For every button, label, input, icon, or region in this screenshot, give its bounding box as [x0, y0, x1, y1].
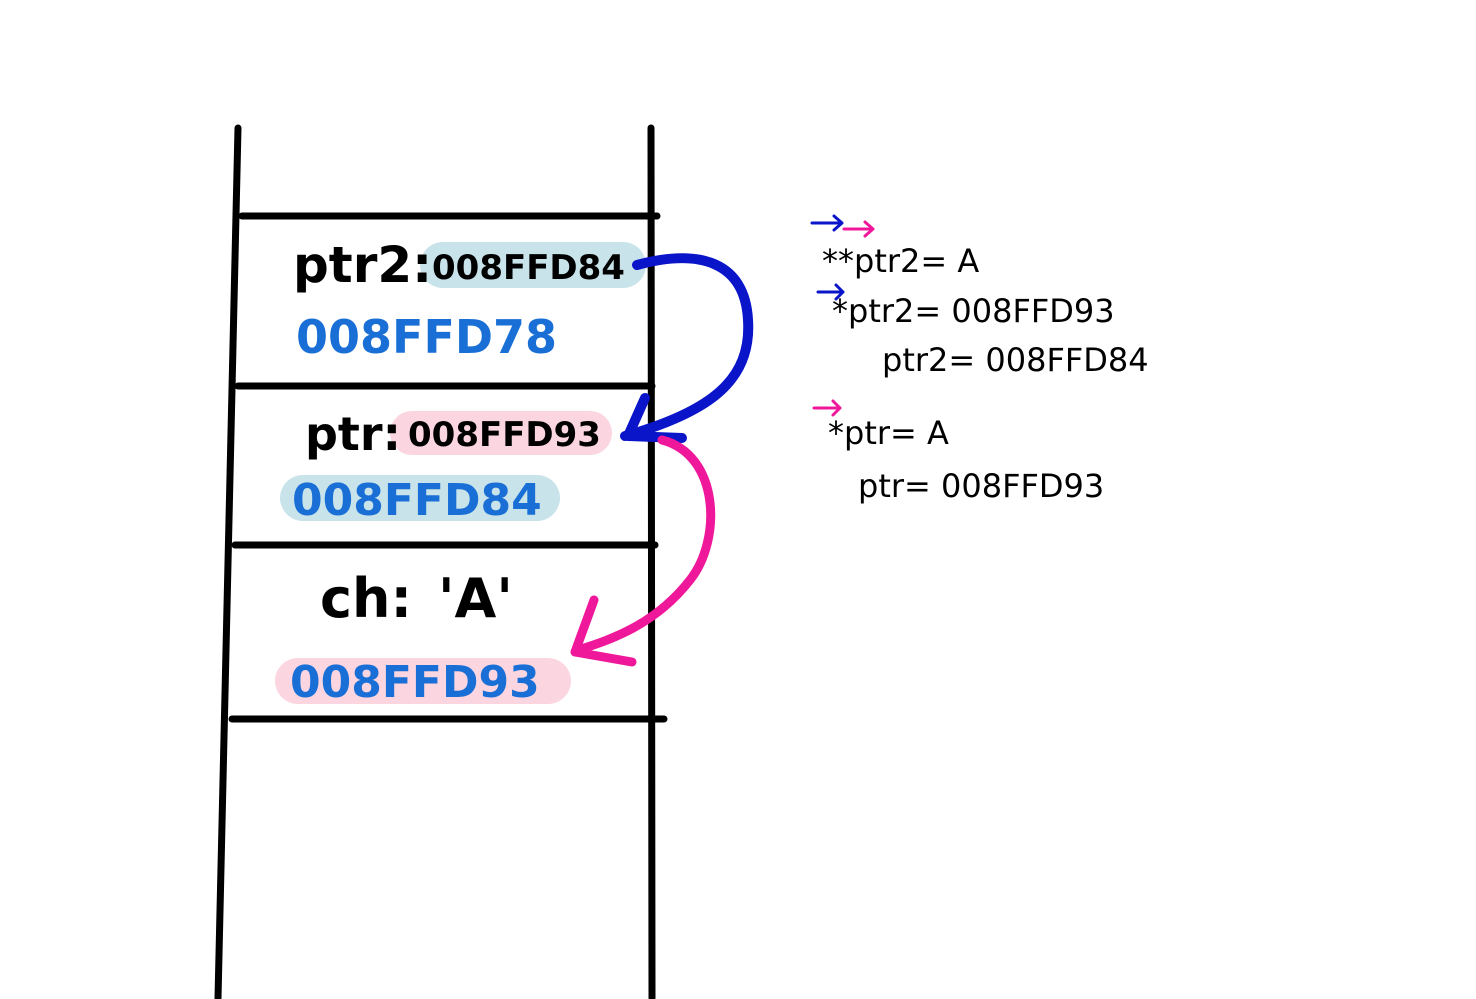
- stack-cell-ch: ch: 'A' 008FFD93: [290, 567, 540, 708]
- note-ptr2-deref2: **ptr2= A: [822, 242, 979, 280]
- arrow-ptr-to-ch: [573, 435, 716, 655]
- stack-cell-ptr2: ptr2: 008FFD84 008FFD78: [293, 236, 625, 364]
- cell-address-ptr2: 008FFD78: [296, 310, 557, 364]
- stack-cell-ptr: ptr: 008FFD93 008FFD84: [292, 407, 601, 526]
- note-arrow-pink-2: [812, 399, 842, 417]
- cell-value-ptr: 008FFD93: [408, 415, 601, 455]
- cell-value-ptr2: 008FFD84: [432, 248, 625, 288]
- pointer-arrows: [570, 253, 754, 667]
- note-arrow-blue-1: [810, 214, 844, 232]
- cell-value-ch: 'A': [438, 567, 513, 630]
- highlight-ptr2-value: [420, 242, 646, 288]
- notes: **ptr2= A *ptr2= 008FFD93 ptr2= 008FFD84…: [810, 214, 1149, 505]
- note-ptr-value: ptr= 008FFD93: [858, 467, 1104, 505]
- highlight-ptr-address: [280, 475, 560, 521]
- note-ptr2-deref1: *ptr2= 008FFD93: [832, 292, 1115, 330]
- highlights: [275, 242, 646, 704]
- cell-address-ch: 008FFD93: [290, 657, 540, 708]
- note-ptr-deref: *ptr= A: [828, 414, 949, 452]
- stack-left-rail: [214, 124, 242, 999]
- note-indicator-arrows: [810, 214, 875, 417]
- arrow-ptr2-to-ptr: [620, 253, 754, 441]
- stack-right-rail: [647, 124, 656, 999]
- highlight-ptr-value: [390, 411, 612, 455]
- highlight-ch-address: [275, 658, 571, 704]
- note-arrow-pink-1: [842, 220, 875, 238]
- cell-label-ptr2: ptr2:: [293, 236, 432, 294]
- note-ptr2-value: ptr2= 008FFD84: [882, 341, 1149, 379]
- cell-label-ptr: ptr:: [305, 407, 401, 461]
- cell-address-ptr: 008FFD84: [292, 475, 542, 526]
- note-arrow-blue-2: [816, 283, 845, 301]
- cell-label-ch: ch:: [320, 567, 412, 630]
- arrow-ptr-to-ch-head: [570, 595, 637, 667]
- stack-frame: [214, 124, 668, 999]
